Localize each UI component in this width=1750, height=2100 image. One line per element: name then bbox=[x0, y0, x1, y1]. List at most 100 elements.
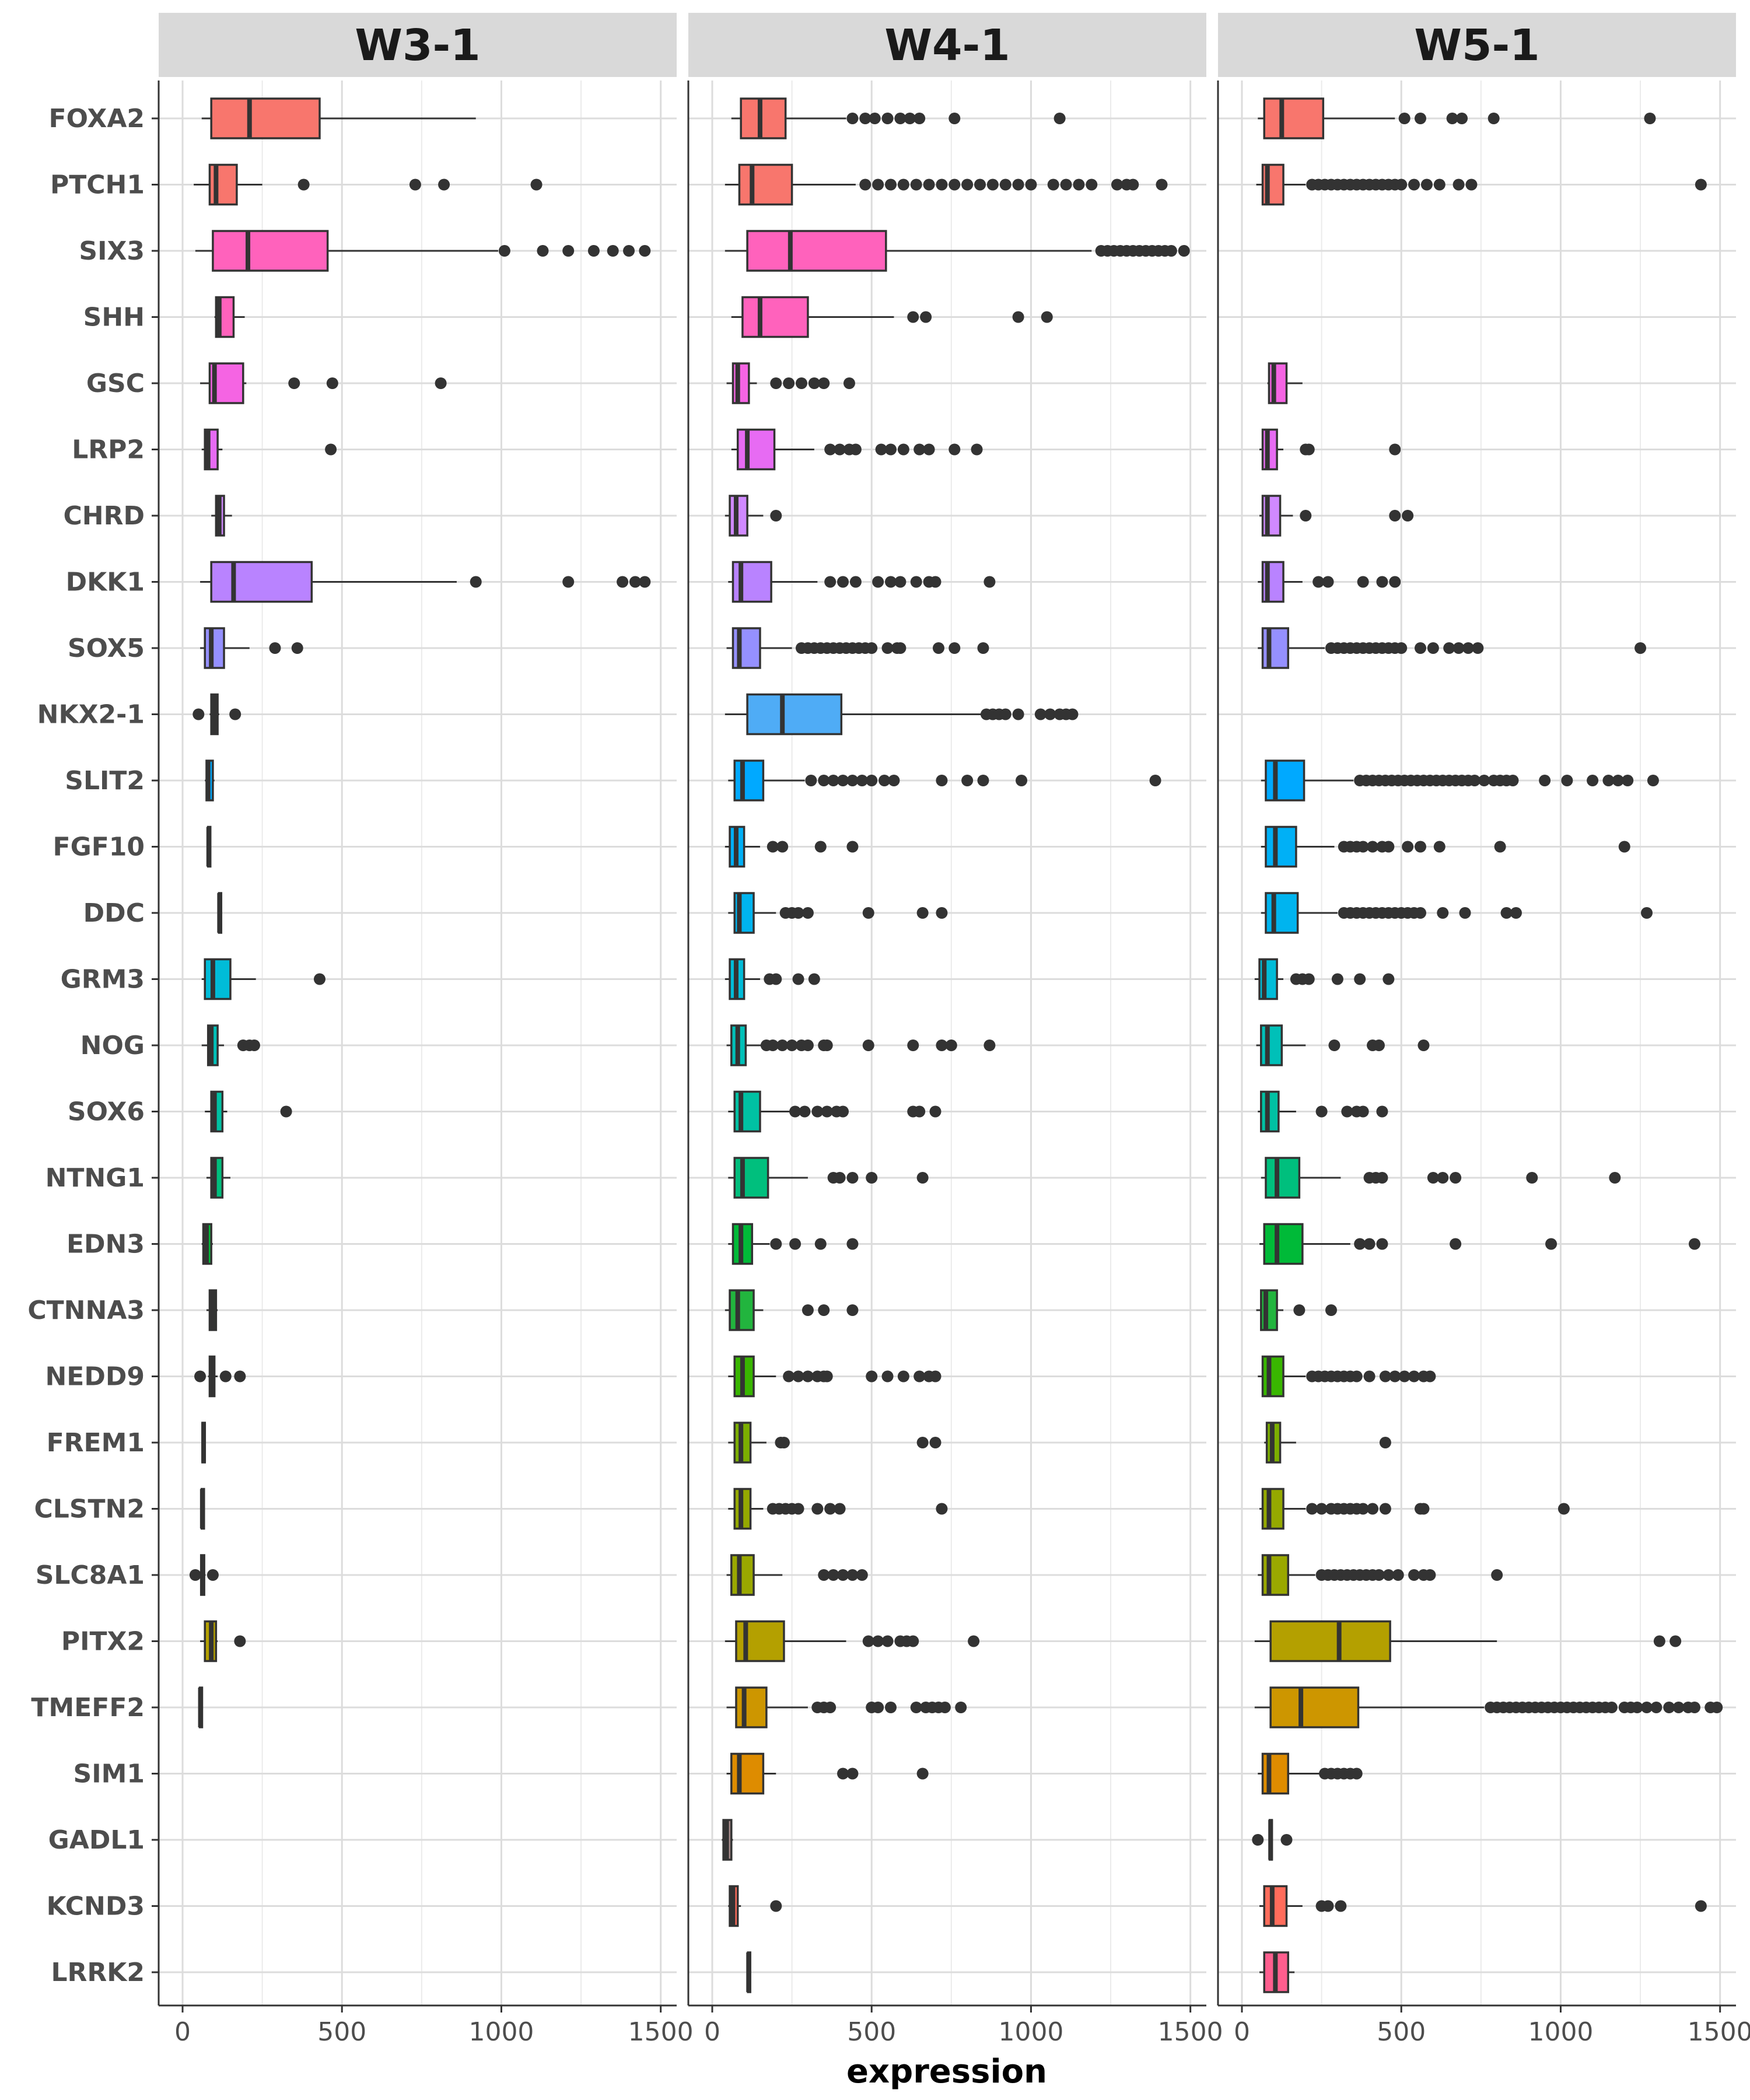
outlier-point bbox=[1695, 178, 1707, 191]
gene-label-foxa2: FOXA2 bbox=[49, 104, 145, 134]
outlier-point bbox=[1127, 178, 1139, 191]
outlier-point bbox=[968, 1635, 980, 1647]
outlier-point bbox=[881, 1370, 894, 1382]
outlier-point bbox=[910, 1702, 922, 1713]
x-tick-label: 500 bbox=[847, 2017, 896, 2047]
gene-label-nedd9: NEDD9 bbox=[45, 1362, 145, 1392]
outlier-point bbox=[1357, 841, 1369, 853]
outlier-point bbox=[639, 245, 651, 257]
outlier-point bbox=[1012, 178, 1024, 191]
outlier-point bbox=[1478, 775, 1490, 786]
outlier-point bbox=[1373, 1569, 1385, 1581]
box-w3-1-slit2 bbox=[205, 760, 215, 802]
box-w3-1-frem1 bbox=[201, 1422, 206, 1464]
outlier-point bbox=[792, 973, 804, 985]
gene-label-pitx2: PITX2 bbox=[61, 1627, 145, 1657]
outlier-point bbox=[961, 775, 974, 786]
outlier-point bbox=[1389, 510, 1401, 522]
outlier-point bbox=[1446, 113, 1458, 124]
outlier-point bbox=[999, 708, 1012, 720]
box-w4-1-gsc bbox=[726, 362, 855, 404]
box-w5-1-sox6 bbox=[1258, 1090, 1388, 1133]
gene-label-sim1: SIM1 bbox=[74, 1759, 145, 1789]
outlier-point bbox=[1672, 1702, 1685, 1713]
box-iqr bbox=[1261, 1752, 1289, 1795]
outlier-point bbox=[904, 113, 916, 124]
gene-label-lrp2: LRP2 bbox=[72, 435, 145, 465]
outlier-point bbox=[916, 1768, 929, 1780]
outlier-point bbox=[824, 1702, 836, 1713]
outlier-point bbox=[1379, 1370, 1391, 1382]
box-w5-1-nog bbox=[1256, 1024, 1430, 1066]
outlier-point bbox=[1367, 841, 1379, 853]
outlier-point bbox=[1558, 1503, 1570, 1515]
outlier-point bbox=[920, 311, 932, 323]
box-w4-1-lrrk2 bbox=[746, 1951, 751, 1993]
outlier-point bbox=[1420, 178, 1433, 191]
outlier-point bbox=[1618, 841, 1630, 853]
box-w4-1-ddc bbox=[728, 892, 948, 934]
outlier-point bbox=[885, 178, 897, 191]
strip-background bbox=[1218, 13, 1736, 77]
outlier-point bbox=[1415, 113, 1427, 124]
x-axis-title: expression bbox=[846, 2053, 1047, 2091]
y-axis-gene-labels: FOXA2PTCH1SIX3SHHGSCLRP2CHRDDKK1SOX5NKX2… bbox=[27, 104, 145, 1987]
outlier-point bbox=[837, 576, 849, 588]
outlier-point bbox=[234, 1370, 246, 1382]
box-iqr bbox=[733, 1090, 761, 1133]
box-w3-1-clstn2 bbox=[200, 1488, 205, 1530]
outlier-point bbox=[1303, 443, 1315, 456]
outlier-point bbox=[1612, 775, 1624, 786]
outlier-point bbox=[1561, 775, 1573, 786]
gene-label-ntng1: NTNG1 bbox=[46, 1163, 145, 1193]
outlier-point bbox=[1398, 113, 1410, 124]
outlier-point bbox=[897, 178, 909, 191]
outlier-point bbox=[1494, 841, 1506, 853]
outlier-point bbox=[949, 113, 961, 124]
outlier-point bbox=[1350, 1768, 1363, 1780]
outlier-point bbox=[1073, 178, 1085, 191]
outlier-point bbox=[824, 1503, 836, 1515]
outlier-point bbox=[229, 708, 242, 720]
outlier-point bbox=[914, 443, 926, 456]
box-w3-1-ntng1 bbox=[206, 1157, 230, 1199]
outlier-point bbox=[1306, 1503, 1318, 1515]
box-w5-1-edn3 bbox=[1259, 1223, 1700, 1265]
outlier-point bbox=[1060, 178, 1072, 191]
outlier-point bbox=[907, 1635, 919, 1647]
gene-label-dkk1: DKK1 bbox=[66, 568, 145, 597]
box-iqr bbox=[1263, 97, 1325, 139]
outlier-point bbox=[206, 1569, 219, 1581]
outlier-point bbox=[1415, 841, 1427, 853]
outlier-point bbox=[770, 377, 782, 389]
gene-label-gsc: GSC bbox=[86, 369, 145, 398]
outlier-point bbox=[923, 178, 935, 191]
outlier-point bbox=[846, 1569, 859, 1581]
outlier-point bbox=[802, 1304, 814, 1316]
box-w5-1-kcnd3 bbox=[1259, 1885, 1707, 1927]
outlier-point bbox=[766, 841, 779, 853]
outlier-point bbox=[1587, 775, 1599, 786]
box-w5-1-ntng1 bbox=[1261, 1157, 1621, 1199]
outlier-point bbox=[562, 245, 575, 257]
outlier-point bbox=[888, 775, 900, 786]
outlier-point bbox=[971, 443, 983, 456]
outlier-point bbox=[1376, 1238, 1388, 1250]
box-w3-1-foxa2 bbox=[201, 97, 476, 139]
outlier-point bbox=[894, 576, 907, 588]
box-iqr bbox=[735, 1620, 785, 1662]
box-iqr bbox=[1269, 1686, 1360, 1728]
outlier-point bbox=[811, 1105, 824, 1118]
outlier-point bbox=[1044, 708, 1056, 720]
outlier-point bbox=[537, 245, 549, 257]
outlier-point bbox=[897, 443, 909, 456]
outlier-point bbox=[881, 1635, 894, 1647]
outlier-point bbox=[498, 245, 510, 257]
outlier-point bbox=[824, 576, 836, 588]
outlier-point bbox=[824, 443, 836, 456]
outlier-point bbox=[984, 1040, 996, 1051]
outlier-point bbox=[269, 642, 281, 654]
outlier-point bbox=[1315, 1503, 1328, 1515]
box-w3-1-slc8a1 bbox=[189, 1554, 219, 1596]
